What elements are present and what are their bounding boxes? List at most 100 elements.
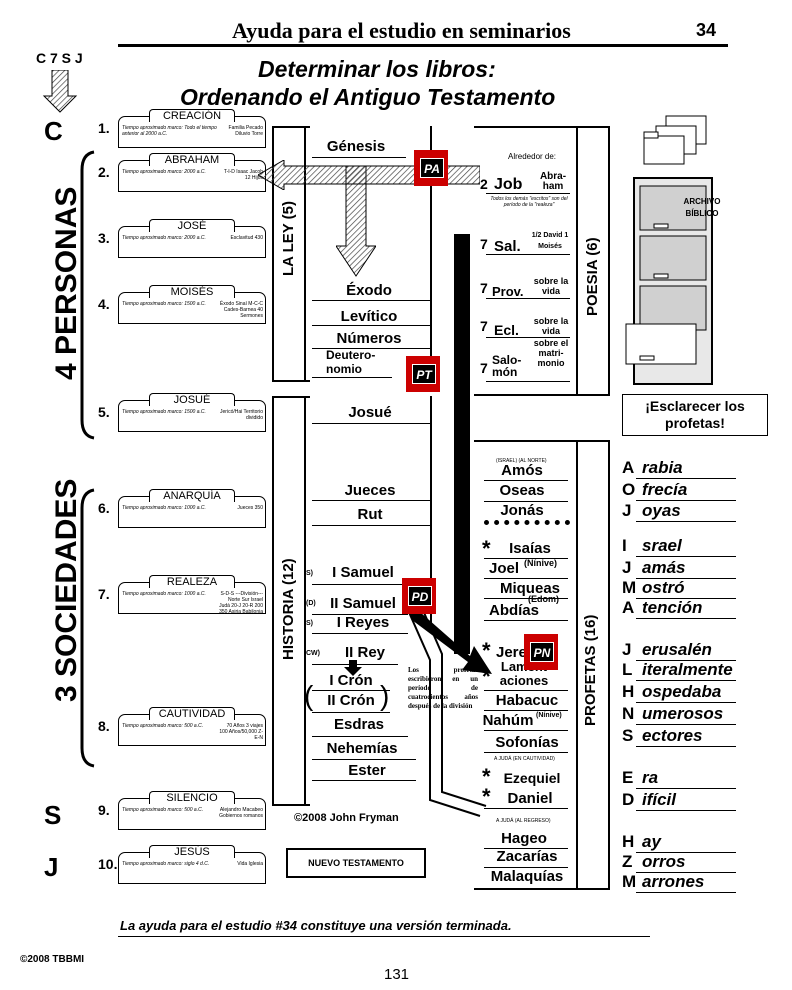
- badge-pd: PD: [402, 578, 436, 614]
- footer-note: La ayuda para el estudio #34 constituye …: [120, 918, 512, 933]
- mnemonic-letter: J: [622, 501, 632, 520]
- badge-pa-label: PA: [420, 158, 444, 178]
- era-number: 10.: [98, 856, 118, 872]
- answer-line: [636, 618, 736, 619]
- era-number: 2.: [98, 164, 110, 180]
- era-number: 9.: [98, 802, 110, 818]
- profetas-box: [474, 440, 610, 890]
- prof-note-edom: (Edom): [528, 594, 559, 604]
- book-joel: Joel: [488, 560, 519, 577]
- book-oseas: Oseas: [499, 482, 545, 499]
- era-number: 1.: [98, 120, 110, 136]
- book-miqueas: Miqueas: [499, 580, 560, 597]
- answer-line: [636, 500, 736, 501]
- era-title: JOSUÉ: [149, 393, 235, 406]
- mnemonic-letter: M: [622, 872, 637, 891]
- answer-line: [636, 478, 736, 479]
- mnemonic-letter: A: [622, 458, 635, 477]
- book-jonas: Jonás: [500, 502, 544, 519]
- dotted-divider: [484, 520, 570, 525]
- mnemonic-word: tención: [642, 598, 703, 617]
- sociedades-bracket: [80, 488, 95, 768]
- ley-label: LA LEY (5): [280, 200, 297, 276]
- era-text: Tiempo aproximado marco: 500 a.C.: [122, 807, 204, 813]
- answer-line: [636, 702, 736, 703]
- mnemonic-word: ospedaba: [642, 682, 722, 701]
- nuevo-testamento-label: NUEVO TESTAMENTO: [308, 858, 404, 868]
- badge-pa: PA: [414, 150, 448, 186]
- mnemonic-word: ra: [642, 768, 659, 787]
- mnemonic-letter: I: [622, 536, 627, 555]
- poesia-note-salomon: sobre el matri- monio: [533, 338, 569, 368]
- era-title: CAUTIVIDAD: [149, 707, 235, 720]
- mnemonic-letter: L: [622, 660, 633, 679]
- answer-line: [636, 810, 736, 811]
- mnemonic-word: arrones: [642, 872, 705, 891]
- book-sofonias: Sofonías: [495, 734, 559, 751]
- mnemonic-letter: D: [622, 790, 635, 809]
- book-exodo: Éxodo: [346, 282, 392, 299]
- era-text: Tiempo aproximado marco: 1000 a.C.: [122, 591, 206, 597]
- era-title: JOSÉ: [149, 219, 235, 232]
- book-isaias: Isaías: [509, 540, 551, 557]
- prof-note-regreso: A JUDÁ (AL REGRESO): [496, 818, 551, 824]
- book-proverbios: Prov.: [492, 284, 524, 299]
- book-ester: Ester: [348, 762, 386, 779]
- prof-note-israel: (ISRAEL) (AL NORTE): [496, 458, 547, 464]
- book-amos: Amós: [501, 462, 543, 479]
- era-box: CAUTIVIDAD Tiempo aproximado marco: 500 a…: [118, 707, 266, 746]
- big-arrow-to-jeremias: [408, 612, 492, 674]
- s-letter: S: [44, 800, 62, 830]
- era-text: Tiempo aproximado marco: 500 a.C.: [122, 723, 204, 729]
- badge-pn-label: PN: [530, 642, 554, 662]
- book-ii-reyes: II Rey: [344, 644, 386, 661]
- era-title: MOISÉS: [149, 285, 235, 298]
- ley-box: [272, 126, 310, 382]
- profetas-label: PROFETAS (16): [582, 614, 599, 726]
- paren-right: ): [380, 680, 390, 711]
- era-notes: Alejandro Macabeo Gobiernos romanos: [219, 807, 263, 819]
- mnemonic-word: frecía: [642, 480, 688, 499]
- book-salomon: Salo- món: [492, 353, 522, 379]
- nuevo-testamento-box: NUEVO TESTAMENTO: [286, 848, 426, 878]
- answer-line: [636, 724, 736, 725]
- prophets-note: Los profetas escribieron en un período d…: [408, 666, 478, 710]
- mnemonic-letter: O: [622, 480, 636, 499]
- book-zacarias: Zacarías: [496, 848, 558, 865]
- main-title-line1: Determinar los libros:: [258, 56, 496, 82]
- book-ii-samuel: II Samuel: [330, 595, 396, 612]
- book-nahum: Nahúm: [482, 712, 534, 729]
- era-title: ABRAHAM: [149, 153, 235, 166]
- mnemonic-letter: H: [622, 832, 635, 851]
- mnemonic-letter: J: [622, 558, 632, 577]
- answer-line: [636, 680, 736, 681]
- mnemonic-letter: Z: [622, 852, 633, 871]
- book-i-cron: I Crón: [329, 672, 373, 689]
- poesia-label: POESIA (6): [584, 237, 601, 316]
- era-title: REALEZA: [149, 575, 235, 588]
- answer-line: [636, 598, 736, 599]
- poesia-num-1: 2: [480, 176, 488, 192]
- book-abdias: Abdías: [488, 602, 539, 619]
- book-genesis: Génesis: [326, 138, 386, 155]
- era-notes: T-I-D Isaac Jacob 12 Hijos: [223, 169, 263, 181]
- mnemonic-word: ostró: [642, 578, 685, 597]
- footer-page: 131: [384, 966, 410, 983]
- era-title: CREACIÓN: [149, 109, 235, 122]
- era-number: 7.: [98, 586, 110, 602]
- era-notes: 70 Años 3 viajes 100 Años/50,000 Z-E-N: [219, 723, 263, 741]
- era-notes: Jericó/Hai Territorio dividido: [220, 409, 263, 421]
- poesia-note-prov: sobre la vida: [533, 276, 569, 296]
- mnemonic-word: iteralmente: [642, 660, 733, 679]
- esclarecer-title: ¡Esclarecer los profetas!: [645, 398, 745, 431]
- book-deuteronomio-1: Deutero-: [326, 348, 376, 362]
- header-title: Ayuda para el estudio en seminarios: [232, 18, 571, 43]
- badge-pt: PT: [406, 356, 440, 392]
- poesia-note-sal: 1/2 David 1 Moisés: [531, 232, 569, 250]
- era-number: 6.: [98, 500, 110, 516]
- mnemonic-word: ectores: [642, 726, 703, 745]
- era-text: Tiempo aproximado marco: 1000 a.C.: [122, 505, 206, 511]
